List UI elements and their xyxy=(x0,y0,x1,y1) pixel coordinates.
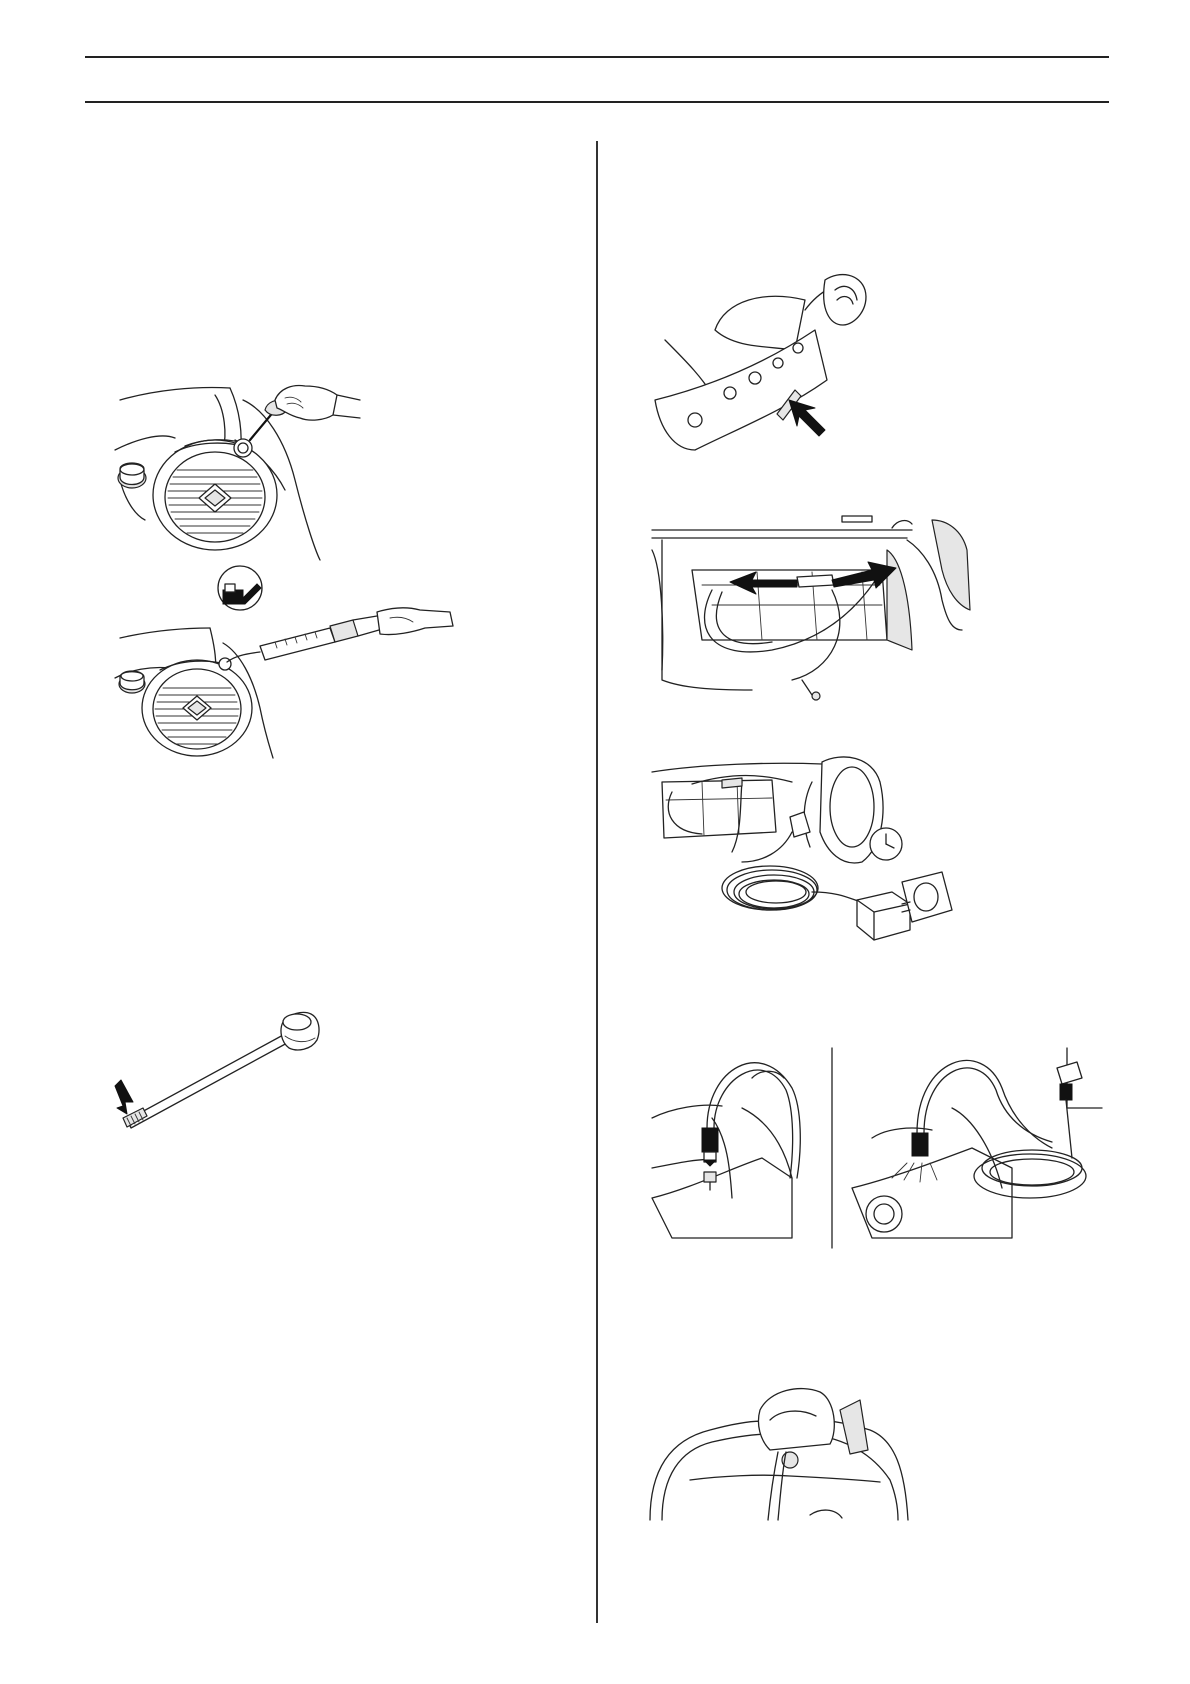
header-rule-top xyxy=(85,56,1109,58)
column-divider xyxy=(596,141,598,1623)
engine-dipstick-removal-icon xyxy=(115,380,365,560)
battery-connector-icon xyxy=(652,510,972,700)
handle-cable-icon xyxy=(650,1390,910,1530)
battery-cover-icon xyxy=(655,270,875,470)
hose-washing-connector-icon xyxy=(652,1048,1102,1248)
battery-charger-icon xyxy=(652,752,962,952)
dipstick-level-icon xyxy=(113,990,333,1140)
oil-syringe-fill-icon xyxy=(115,608,465,758)
header-rule-bottom xyxy=(85,101,1109,103)
